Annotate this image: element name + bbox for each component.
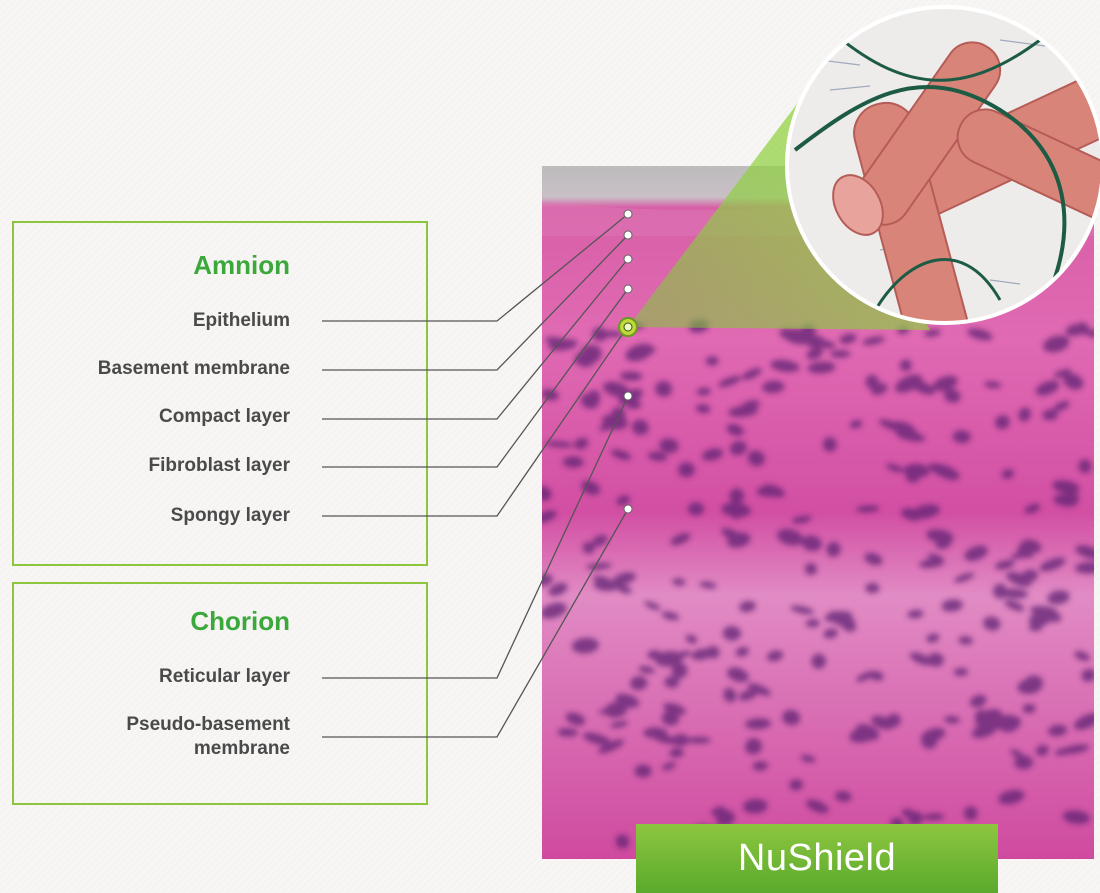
marker-fibroblast-layer [624,285,632,293]
marker-basement-membrane [624,231,632,239]
nushield-badge: NuShield [636,824,998,893]
marker-epithelium [624,210,632,218]
marker-compact-layer [624,255,632,263]
marker-pseudo-basement-membrane [624,505,632,513]
marker-reticular-layer [624,392,632,400]
